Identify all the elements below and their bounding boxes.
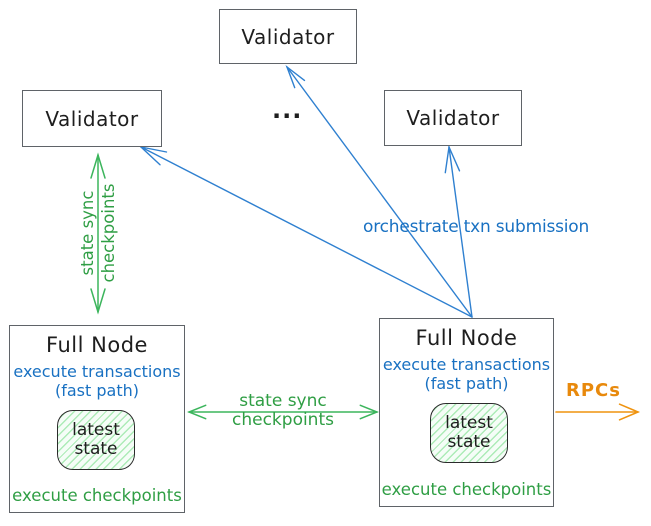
latest-state-line1: latest [72, 420, 120, 440]
execute-checkpoints-label: execute checkpoints [381, 480, 552, 499]
full-node-left: Full Node execute transactions (fast pat… [9, 325, 185, 513]
latest-state-line1: latest [445, 413, 493, 433]
state-sync-checkpoints-vertical-label: state sync checkpoints [77, 173, 121, 293]
full-node-title: Full Node [46, 333, 148, 357]
execute-transactions-line1: execute transactions [13, 362, 181, 381]
arrowhead-top-validator [285, 64, 306, 89]
state-sync-line: state sync [78, 190, 97, 276]
execute-transactions-line1: execute transactions [382, 355, 551, 374]
more-validators-ellipsis: ... [272, 96, 303, 124]
execute-checkpoints-label: execute checkpoints [12, 486, 182, 505]
execute-transactions-label: execute transactions (fast path) [380, 355, 553, 393]
full-node-right: Full Node execute transactions (fast pat… [379, 318, 554, 507]
state-sync-line: state sync [239, 391, 327, 411]
fast-path-line: (fast path) [55, 381, 139, 400]
arrowhead-right-validator [444, 144, 461, 174]
orchestrate-txn-submission-label: orchestrate txn submission [363, 217, 590, 237]
arrowhead-horizontal-right [359, 404, 380, 420]
latest-state-line2: state [74, 439, 118, 459]
execute-transactions-label: execute transactions (fast path) [10, 362, 184, 400]
validator-node-right: Validator [384, 90, 522, 146]
latest-state-box: latest state [430, 403, 508, 463]
arrowhead-horizontal-left [186, 404, 207, 420]
validator-node-top: Validator [219, 9, 357, 64]
checkpoints-line: checkpoints [99, 183, 118, 283]
latest-state-box: latest state [57, 410, 135, 470]
latest-state-line2: state [447, 432, 491, 452]
checkpoints-line: checkpoints [232, 410, 334, 430]
arrowhead-left-validator [138, 145, 168, 166]
arrowhead-rpcs [618, 403, 641, 421]
validator-label: Validator [241, 24, 335, 49]
full-node-title: Full Node [415, 326, 518, 350]
validator-node-left: Validator [22, 90, 162, 147]
fast-path-line: (fast path) [424, 374, 509, 393]
rpcs-label: RPCs [566, 380, 621, 401]
state-sync-checkpoints-horizontal-label: state sync checkpoints [213, 392, 353, 430]
validator-label: Validator [406, 106, 500, 130]
validator-label: Validator [45, 106, 139, 131]
